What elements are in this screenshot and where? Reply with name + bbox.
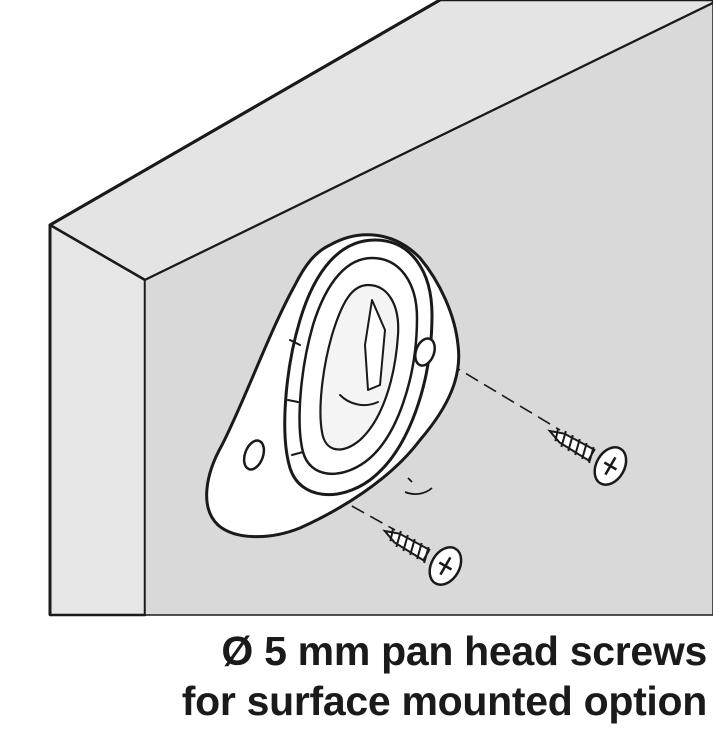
panel-top-line xyxy=(49,0,441,227)
bracket-collar-wall xyxy=(287,339,304,456)
upper-screw-cross xyxy=(603,456,618,476)
panel-front-edge xyxy=(48,223,147,617)
lower-mounting-hole xyxy=(242,439,266,471)
oval-hanging-bracket xyxy=(205,233,461,539)
bracket-plate-edge xyxy=(217,344,460,538)
assembly-illustration xyxy=(48,0,713,617)
panel-edge-line xyxy=(144,2,713,281)
lower-screw-thread xyxy=(382,528,431,564)
surface-mark xyxy=(404,477,433,495)
upper-screw xyxy=(547,428,628,486)
bracket-hook-tongue xyxy=(364,299,386,391)
upper-screw-thread xyxy=(547,428,596,464)
lower-screw-cross xyxy=(438,556,453,576)
caption-line-1: Ø 5 mm pan head screws xyxy=(221,628,707,674)
upper-mounting-hole xyxy=(414,337,436,367)
bracket-hook-detail xyxy=(339,394,379,407)
caption-line-2: for surface mounted option xyxy=(181,678,708,724)
lower-screw xyxy=(382,528,463,586)
